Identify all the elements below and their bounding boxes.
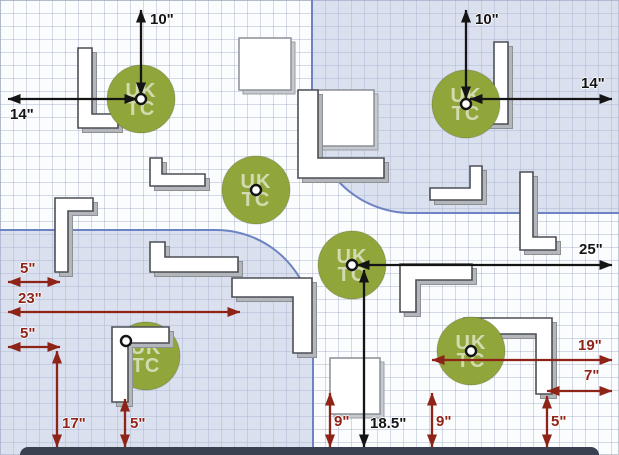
logo-text: UK bbox=[456, 332, 487, 354]
square-shape bbox=[238, 37, 292, 91]
corner-bracket-shape bbox=[149, 157, 206, 187]
corner-bracket-shape bbox=[429, 165, 483, 201]
corner-bracket-shape bbox=[54, 197, 94, 273]
corner-bracket-shadow bbox=[59, 202, 98, 277]
corner-bracket-shape bbox=[231, 277, 313, 354]
logo-text: TC bbox=[242, 189, 271, 211]
center-point-dot bbox=[345, 258, 359, 272]
logo-text: UK bbox=[241, 171, 272, 193]
corner-bracket-shape bbox=[399, 263, 473, 313]
square-shape bbox=[317, 89, 375, 147]
center-point-dot bbox=[459, 97, 473, 111]
center-point-dot bbox=[249, 183, 263, 197]
logo-text: TC bbox=[452, 103, 481, 125]
logo-text: TC bbox=[132, 355, 161, 377]
bottom-bar bbox=[20, 447, 599, 455]
corner-bracket-shadow bbox=[116, 331, 174, 407]
square-shape bbox=[329, 357, 381, 415]
corner-bracket-shape bbox=[297, 89, 385, 179]
center-point-dot bbox=[464, 344, 478, 358]
corner-bracket-shape bbox=[519, 171, 557, 251]
center-point-dot bbox=[119, 334, 133, 348]
center-point-dot bbox=[134, 92, 148, 106]
corner-bracket-shape bbox=[149, 241, 239, 273]
corner-bracket-shape bbox=[77, 47, 119, 129]
